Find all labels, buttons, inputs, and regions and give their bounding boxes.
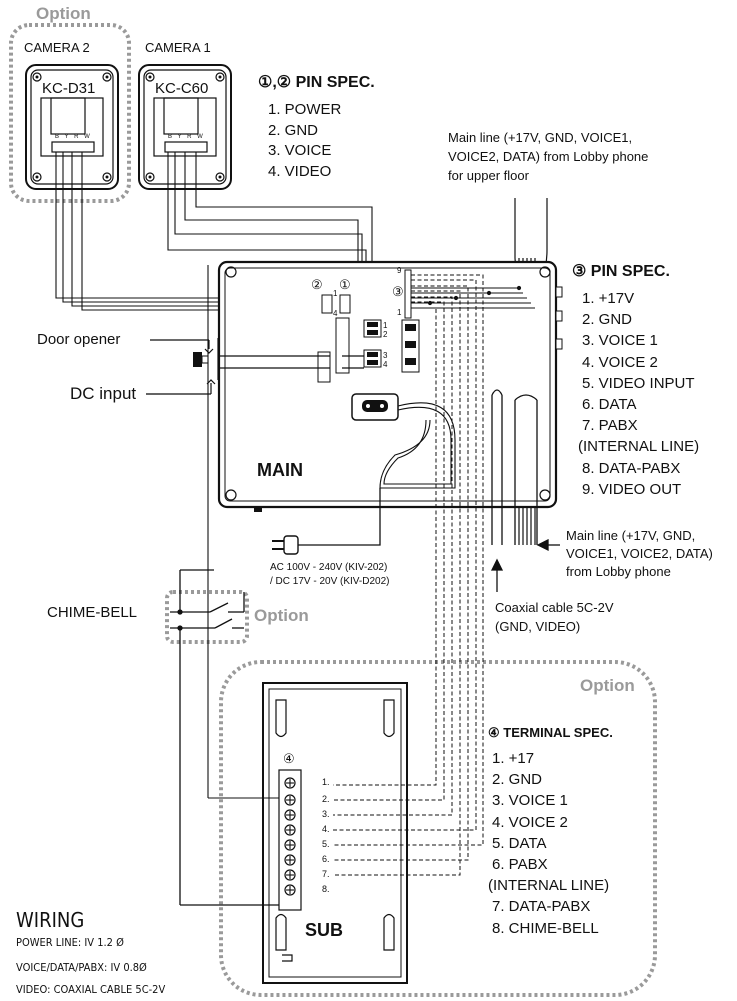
terminal-spec-title: ④ TERMINAL SPEC. — [488, 725, 613, 740]
main-line-lobby-text: VOICE1, VOICE2, DATA) — [566, 546, 713, 561]
camera-connector-pin-4: 4 — [333, 309, 338, 318]
terminal-spec-item: 7. DATA-PABX — [492, 898, 591, 916]
main-line-upper-text: VOICE2, DATA) from Lobby phone — [448, 149, 649, 164]
camera-2-unit — [25, 64, 119, 190]
chime-bell-label: CHIME-BELL — [47, 604, 138, 621]
option-label-sub: Option — [580, 676, 635, 695]
main-pin-spec-item: 8. DATA-PABX — [582, 459, 681, 477]
main-unit-label: MAIN — [257, 460, 303, 480]
camera-2-model: KC-D31 — [42, 80, 96, 97]
camera-1-unit — [138, 64, 232, 190]
main-pin-spec-item: 2. GND — [582, 311, 633, 329]
camera-2-pin-letters: B Y R W — [55, 134, 92, 140]
relay-pin-label: 1 — [383, 321, 388, 330]
main-pin-spec-item: 5. VIDEO INPUT — [582, 374, 695, 392]
ac-power-line-1: AC 100V - 240V (KIV-202) — [270, 562, 388, 573]
terminal-spec-item: 2. GND — [492, 771, 543, 789]
connector-2-label: ② — [311, 277, 323, 292]
connector-3-pin-1: 1 — [397, 308, 402, 317]
annotation-arrows — [146, 339, 560, 592]
sub-terminal-number: 6. — [322, 854, 330, 864]
camera2-option-frame — [9, 23, 131, 203]
camera-pin-spec-title: ①,② PIN SPEC. — [258, 74, 375, 91]
sub-terminal-number: 3. — [322, 809, 330, 819]
camera-pin-spec-item: 1. POWER — [268, 101, 342, 118]
connector-3-pin-9: 9 — [397, 266, 402, 275]
coaxial-cable-text: Coaxial cable 5C-2V — [495, 600, 614, 615]
main-pin-spec-item: 7. PABX — [582, 417, 638, 435]
ac-power-plug — [272, 488, 381, 555]
wiring-title: WIRING — [16, 908, 85, 932]
main-pin-spec-list: 1. +17V 2. GND 3. VOICE 1 4. VOICE 2 5. … — [578, 288, 699, 500]
camera-pin-spec-item: 2. GND — [268, 121, 319, 139]
option-label-chime: Option — [254, 606, 309, 625]
connector-3-label: ③ — [392, 284, 404, 299]
terminal-spec-item: 6. PABX — [492, 856, 548, 874]
main-pin-spec-item: 6. DATA — [582, 396, 637, 414]
terminal-spec-item: 8. CHIME-BELL — [492, 919, 599, 937]
signal-wires-solid — [411, 285, 535, 309]
coaxial-cable-text: (GND, VIDEO) — [495, 619, 581, 634]
relay-pin-label: 2 — [383, 330, 388, 339]
option-label-camera: Option — [36, 4, 91, 23]
terminal-spec-item: 3. VOICE 1 — [492, 792, 568, 810]
terminal-spec-item: 4. VOICE 2 — [492, 813, 568, 831]
sub-terminal-screws — [284, 777, 296, 896]
camera-connector-pin-1: 1 — [333, 289, 338, 298]
dc-input-label: DC input — [70, 384, 137, 403]
sub-unit-label: SUB — [305, 920, 344, 940]
main-pin-spec-title: ③ PIN SPEC. — [572, 263, 670, 280]
sub-terminal-number: 8. — [322, 884, 330, 894]
terminal-spec-item: 1. +17 — [492, 750, 535, 767]
ac-power-line-2: / DC 17V - 20V (KIV-D202) — [270, 576, 390, 587]
main-pin-spec-item: 1. +17V — [582, 290, 635, 307]
door-opener-plug — [193, 352, 202, 367]
relay-pin-label: 4 — [383, 360, 388, 369]
camera-1-model: KC-C60 — [155, 80, 209, 97]
main-line-lobby: Main line (+17V, GND, VOICE1, VOICE2, DA… — [566, 527, 713, 581]
main-line-upper-text: for upper floor — [448, 168, 529, 183]
main-line-lobby-text: from Lobby phone — [566, 564, 671, 579]
main-pin-spec-item: 9. VIDEO OUT — [582, 480, 682, 498]
terminal-spec-item: 5. DATA — [492, 834, 547, 852]
sub-option-frame — [219, 660, 657, 997]
coaxial-cables — [491, 389, 538, 545]
sub-terminal-number: 1. — [322, 777, 330, 787]
main-pin-spec-item: 3. VOICE 1 — [582, 332, 658, 350]
wiring-voice-line: VOICE/DATA/PABX: IV 0.8Ø — [16, 961, 147, 974]
main-pin-spec-item: (INTERNAL LINE) — [578, 438, 700, 456]
main-line-upper-floor: Main line (+17V, GND, VOICE1, VOICE2, DA… — [448, 128, 648, 185]
main-pin-spec-item: 4. VOICE 2 — [582, 353, 658, 371]
sub-terminal-number: 2. — [322, 794, 330, 804]
camera-2-name: CAMERA 2 — [24, 40, 90, 55]
wiring-power-line: POWER LINE: IV 1.2 Ø — [16, 936, 124, 949]
sub-connector-4-label: ④ — [283, 751, 295, 766]
sub-terminal-number: 5. — [322, 839, 330, 849]
camera-pin-spec-item: 4. VIDEO — [268, 162, 332, 180]
sub-terminal-number: 4. — [322, 824, 330, 834]
coaxial-cable-label: Coaxial cable 5C-2V (GND, VIDEO) — [495, 598, 614, 636]
sub-terminal-screw-marks — [286, 779, 294, 894]
main-line-upper-text: Main line (+17V, GND, VOICE1, — [448, 130, 633, 145]
connector-1-label: ① — [339, 277, 351, 292]
camera-1-name: CAMERA 1 — [145, 40, 211, 55]
camera-pin-spec-item: 3. VOICE — [268, 142, 332, 159]
door-opener-pin — [201, 355, 209, 364]
terminal-spec-item: (INTERNAL LINE) — [488, 877, 610, 895]
door-opener-wiring — [160, 338, 364, 395]
terminal-spec-list: 1. +17 2. GND 3. VOICE 1 4. VOICE 2 5. D… — [488, 748, 609, 939]
main-line-lobby-text: Main line (+17V, GND, — [566, 528, 696, 543]
wiring-video-line: VIDEO: COAXIAL CABLE 5C-2V — [16, 983, 166, 996]
chime-bell-switches — [170, 569, 280, 906]
camera-pin-spec-list: 1. POWER 2. GND 3. VOICE 4. VIDEO — [268, 100, 341, 182]
chime-option-frame — [165, 590, 249, 644]
camera-1-pin-letters: B Y R W — [168, 134, 205, 140]
relay-pin-label: 3 — [383, 351, 388, 360]
sub-terminal-number: 7. — [322, 869, 330, 879]
main-unit — [217, 260, 563, 512]
door-opener-label: Door opener — [37, 331, 121, 348]
